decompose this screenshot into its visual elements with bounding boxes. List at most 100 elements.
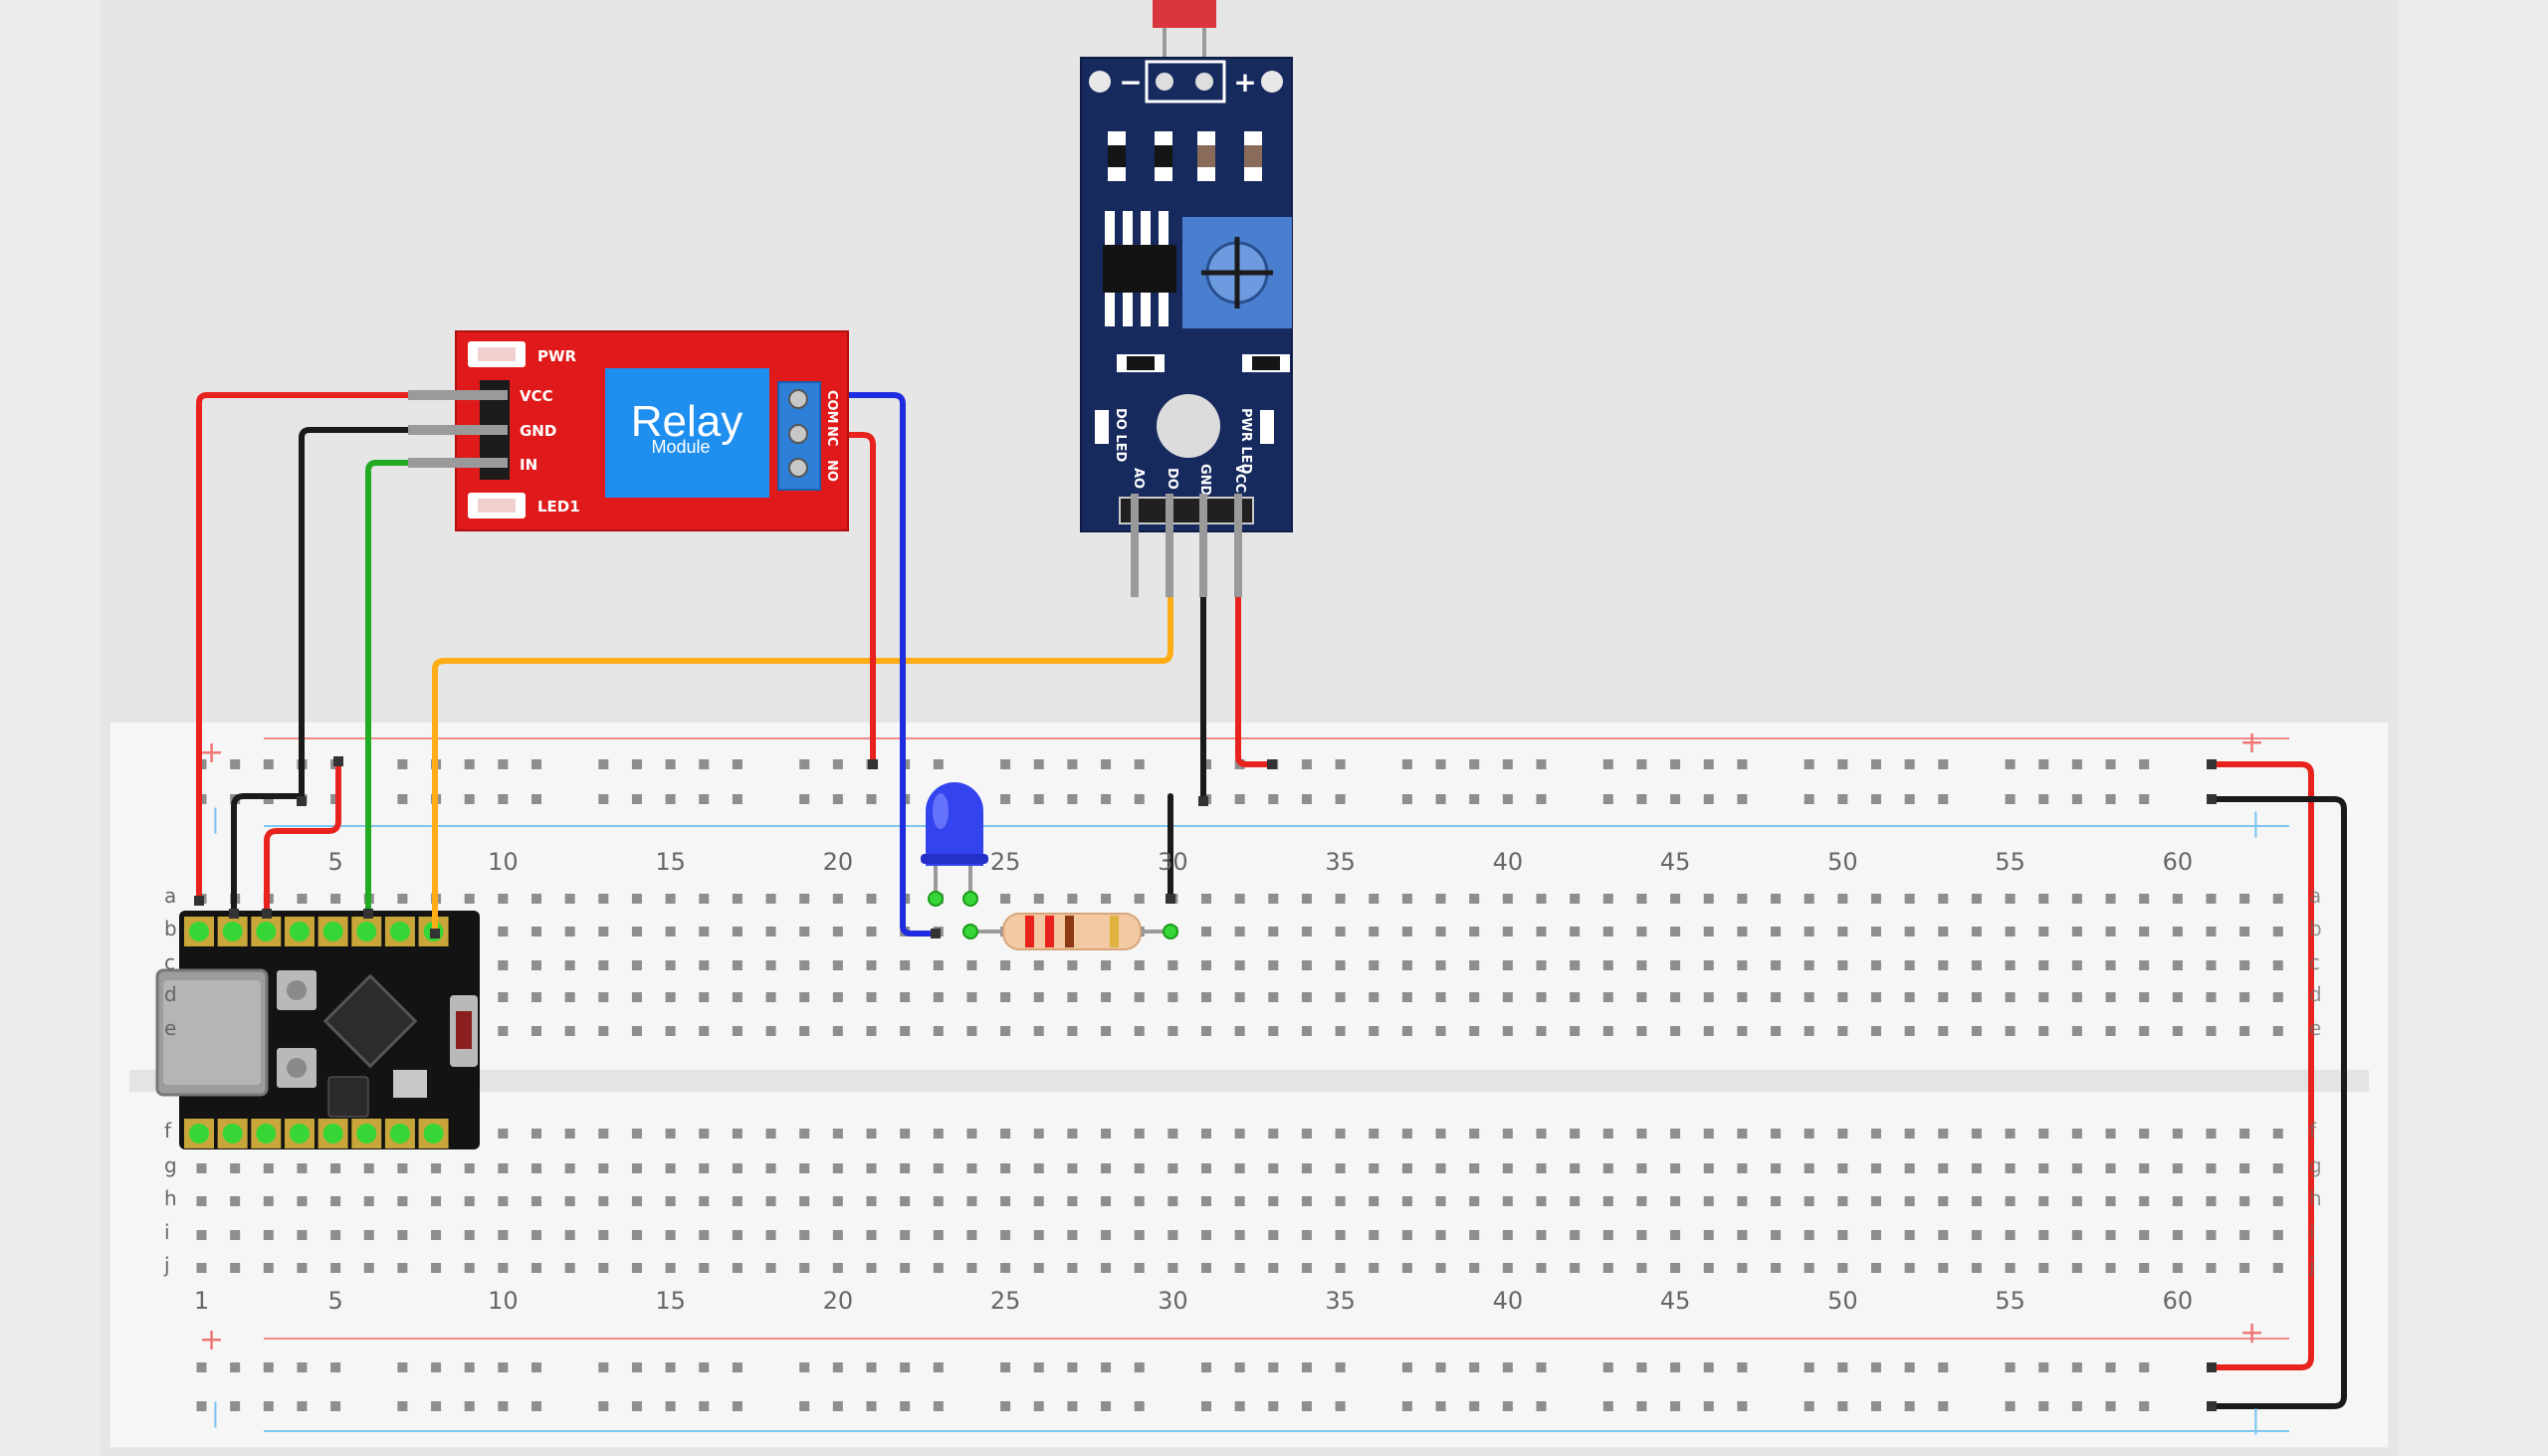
terminal-hole[interactable]: [1904, 992, 1915, 1002]
rail-hole[interactable]: [1737, 1362, 1748, 1372]
terminal-hole[interactable]: [1268, 992, 1279, 1002]
terminal-hole[interactable]: [263, 1196, 274, 1206]
terminal-hole[interactable]: [464, 1163, 475, 1173]
rail-hole[interactable]: [2005, 1362, 2016, 1372]
terminal-hole[interactable]: [297, 1163, 308, 1173]
terminal-hole[interactable]: [1636, 1026, 1647, 1036]
rail-hole[interactable]: [230, 1362, 241, 1372]
terminal-hole[interactable]: [732, 992, 743, 1002]
terminal-hole[interactable]: [2239, 894, 2250, 904]
terminal-hole[interactable]: [1234, 1230, 1245, 1240]
terminal-hole[interactable]: [2005, 1230, 2016, 1240]
terminal-hole[interactable]: [832, 960, 843, 970]
terminal-hole[interactable]: [933, 1026, 944, 1036]
terminal-hole[interactable]: [2071, 992, 2082, 1002]
rail-hole[interactable]: [1234, 1401, 1245, 1411]
rail-hole[interactable]: [1301, 794, 1312, 804]
mcu-pin[interactable]: [289, 922, 310, 941]
terminal-hole[interactable]: [1871, 1263, 1881, 1273]
terminal-hole[interactable]: [1301, 960, 1312, 970]
terminal-hole[interactable]: [2005, 927, 2016, 936]
terminal-hole[interactable]: [1168, 1163, 1178, 1173]
terminal-hole[interactable]: [799, 960, 810, 970]
terminal-hole[interactable]: [966, 960, 977, 970]
rail-hole[interactable]: [732, 1401, 743, 1411]
terminal-hole[interactable]: [1737, 1196, 1748, 1206]
terminal-hole[interactable]: [631, 1196, 642, 1206]
terminal-hole[interactable]: [431, 1230, 442, 1240]
breadboard-holes[interactable]: [196, 759, 2283, 1411]
terminal-hole[interactable]: [866, 927, 877, 936]
mcu-pin[interactable]: [322, 922, 343, 941]
terminal-hole[interactable]: [1469, 960, 1480, 970]
terminal-hole[interactable]: [564, 1196, 575, 1206]
terminal-hole[interactable]: [1000, 1026, 1011, 1036]
rail-hole[interactable]: [1670, 1362, 1681, 1372]
rail-hole[interactable]: [732, 1362, 743, 1372]
terminal-hole[interactable]: [2071, 1196, 2082, 1206]
terminal-hole[interactable]: [832, 1163, 843, 1173]
terminal-hole[interactable]: [631, 1263, 642, 1273]
rail-hole[interactable]: [1938, 1362, 1949, 1372]
rail-hole[interactable]: [330, 1362, 341, 1372]
terminal-hole[interactable]: [832, 1196, 843, 1206]
terminal-hole[interactable]: [1134, 1196, 1145, 1206]
rail-hole[interactable]: [1703, 759, 1714, 769]
rail-hole[interactable]: [1804, 759, 1814, 769]
terminal-hole[interactable]: [2206, 1163, 2217, 1173]
terminal-hole[interactable]: [2172, 1129, 2183, 1139]
rail-hole[interactable]: [1101, 1401, 1112, 1411]
rail-hole[interactable]: [1636, 794, 1647, 804]
rail-hole[interactable]: [1871, 1362, 1881, 1372]
rail-hole[interactable]: [1502, 1362, 1513, 1372]
rail-hole[interactable]: [1335, 1401, 1346, 1411]
rail-hole[interactable]: [1000, 759, 1011, 769]
terminal-hole[interactable]: [1536, 1196, 1547, 1206]
terminal-hole[interactable]: [1000, 1196, 1011, 1206]
terminal-hole[interactable]: [1234, 1196, 1245, 1206]
terminal-hole[interactable]: [2272, 960, 2283, 970]
rail-hole[interactable]: [464, 759, 475, 769]
terminal-hole[interactable]: [598, 992, 609, 1002]
terminal-hole[interactable]: [2139, 1263, 2150, 1273]
terminal-hole[interactable]: [196, 1196, 207, 1206]
terminal-hole[interactable]: [1201, 894, 1211, 904]
mcu-pin[interactable]: [322, 1124, 343, 1144]
terminal-hole[interactable]: [230, 1230, 241, 1240]
terminal-hole[interactable]: [464, 1263, 475, 1273]
terminal-hole[interactable]: [1636, 960, 1647, 970]
terminal-hole[interactable]: [1737, 1129, 1748, 1139]
terminal-hole[interactable]: [1201, 1129, 1211, 1139]
terminal-hole[interactable]: [2206, 1129, 2217, 1139]
rail-hole[interactable]: [2038, 1362, 2049, 1372]
terminal-hole[interactable]: [1435, 1163, 1446, 1173]
terminal-hole[interactable]: [1570, 1026, 1581, 1036]
terminal-hole[interactable]: [1168, 992, 1178, 1002]
terminal-hole[interactable]: [1703, 1163, 1714, 1173]
rail-hole[interactable]: [2071, 794, 2082, 804]
terminal-hole[interactable]: [1804, 992, 1814, 1002]
rail-hole[interactable]: [531, 1362, 541, 1372]
rail-hole[interactable]: [498, 1401, 509, 1411]
terminal-hole[interactable]: [2139, 960, 2150, 970]
terminal-hole[interactable]: [1033, 894, 1044, 904]
terminal-hole[interactable]: [531, 1263, 541, 1273]
terminal-hole[interactable]: [2139, 1196, 2150, 1206]
terminal-hole[interactable]: [732, 1196, 743, 1206]
terminal-hole[interactable]: [900, 1230, 911, 1240]
terminal-hole[interactable]: [765, 1230, 776, 1240]
terminal-hole[interactable]: [900, 960, 911, 970]
terminal-hole[interactable]: [598, 1230, 609, 1240]
terminal-hole[interactable]: [2206, 894, 2217, 904]
terminal-hole[interactable]: [531, 894, 541, 904]
terminal-hole[interactable]: [832, 927, 843, 936]
rail-hole[interactable]: [699, 1401, 710, 1411]
terminal-hole[interactable]: [1871, 960, 1881, 970]
rail-hole[interactable]: [1268, 794, 1279, 804]
terminal-hole[interactable]: [2105, 960, 2116, 970]
terminal-hole[interactable]: [933, 992, 944, 1002]
mcu-pin[interactable]: [389, 922, 410, 941]
terminal-hole[interactable]: [1938, 927, 1949, 936]
terminal-hole[interactable]: [866, 1230, 877, 1240]
rail-hole[interactable]: [1703, 794, 1714, 804]
